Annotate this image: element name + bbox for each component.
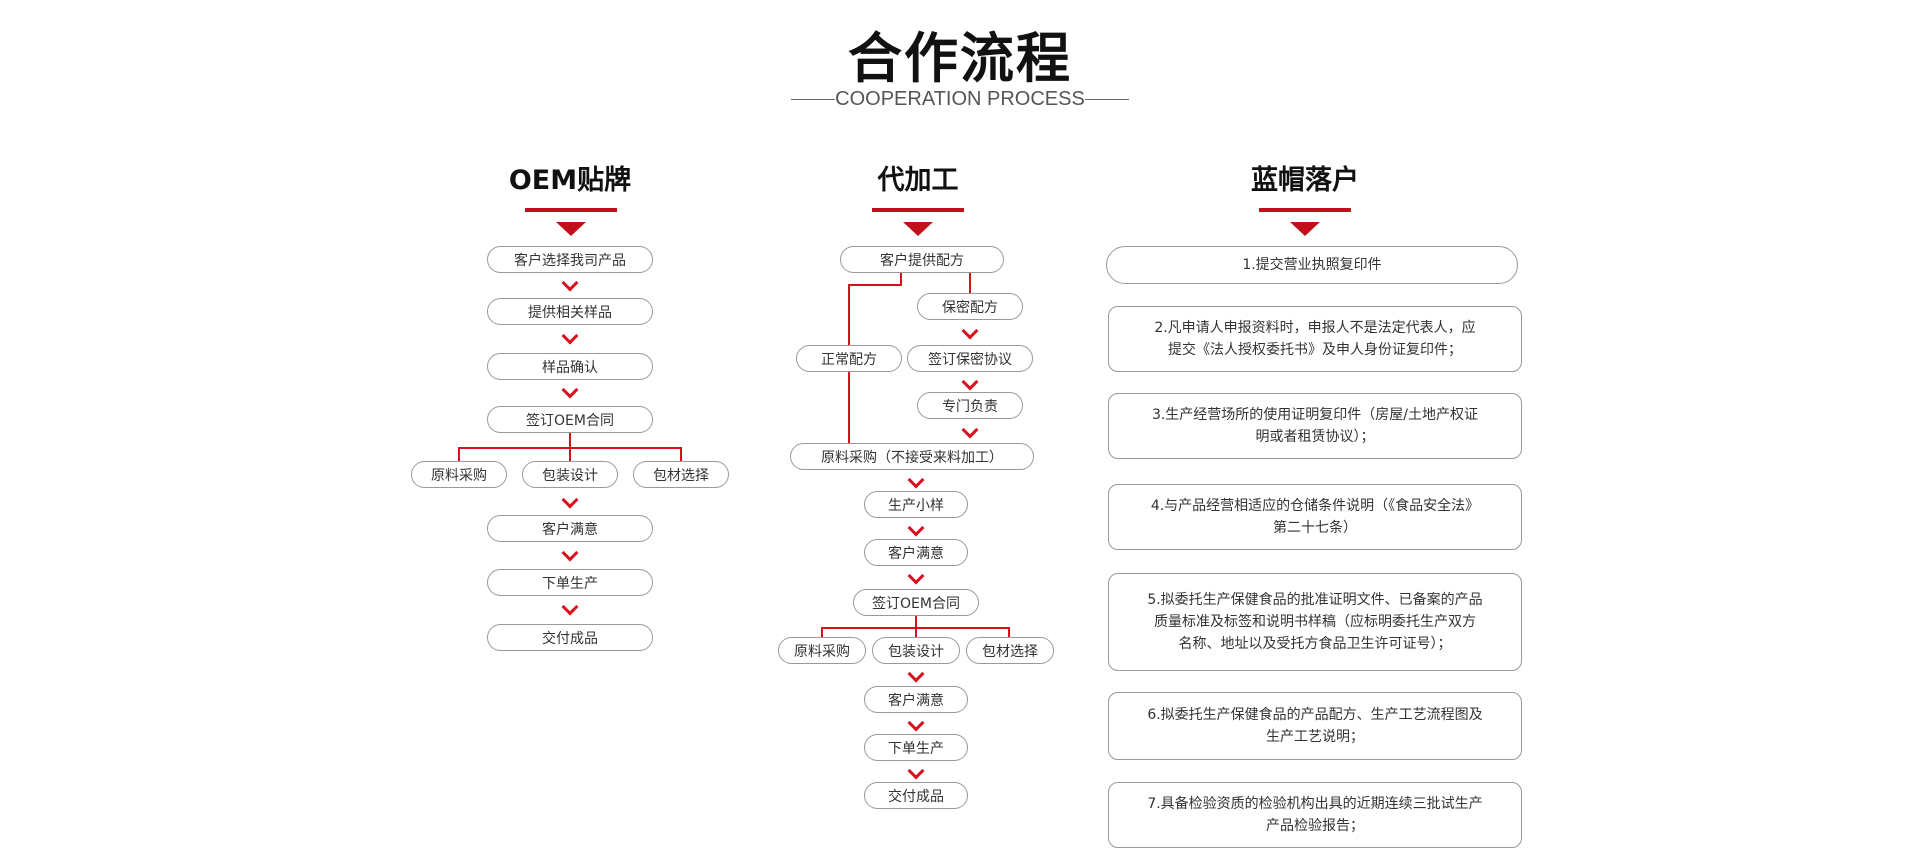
processing-step-3: 签订OEM合同 [853,589,979,616]
bluehat-title-arrow [1290,222,1320,236]
oem-branch-1: 原料采购 [411,461,507,488]
oem-branch-drop-2 [569,447,571,462]
processing-secret-chevron-2 [961,373,979,391]
processing-branch-3: 包材选择 [966,637,1054,664]
bluehat-item-6: 6.拟委托生产保健食品的产品配方、生产工艺流程图及 生产工艺说明； [1108,692,1522,760]
processing-step-2: 客户满意 [864,539,968,566]
oem-chevron-4 [561,491,579,509]
processing-merge: 原料采购（不接受来料加工） [790,443,1034,470]
processing-branch-drop-2 [915,627,917,638]
oem-step-2: 提供相关样品 [487,298,653,325]
oem-branch-drop-3 [680,447,682,462]
processing-title-underline [872,208,964,212]
processing-chevron-1 [907,471,925,489]
oem-chevron-5 [561,544,579,562]
processing-normal-bar [848,284,902,286]
oem-title-underline [525,208,617,212]
processing-secret-chevron-1 [961,322,979,340]
processing-branch-1: 原料采购 [778,637,866,664]
processing-step-1: 生产小样 [864,491,968,518]
processing-branch-drop-3 [1008,627,1010,638]
processing-chevron-2 [907,519,925,537]
page-title: 合作流程 [848,27,1072,90]
oem-branch-drop-1 [458,447,460,462]
oem-after-2: 下单生产 [487,569,653,596]
bluehat-title-underline [1259,208,1351,212]
processing-after-3: 交付成品 [864,782,968,809]
oem-step-4: 签订OEM合同 [487,406,653,433]
subtitle-text: COOPERATION PROCESS [835,88,1085,110]
oem-branch-3: 包材选择 [633,461,729,488]
processing-secret-3: 专门负责 [917,392,1023,419]
oem-after-3: 交付成品 [487,624,653,651]
processing-chevron-6 [907,762,925,780]
bluehat-item-1: 1.提交营业执照复印件 [1106,246,1518,284]
oem-chevron-1 [561,274,579,292]
oem-chevron-3 [561,381,579,399]
processing-branch-2: 包装设计 [872,637,960,664]
processing-secret-1: 保密配方 [917,293,1023,320]
page-subtitle: COOPERATION PROCESS [0,88,1920,111]
oem-column-title: OEM贴牌 [508,165,632,196]
processing-normal: 正常配方 [796,345,902,372]
subtitle-left-dash [791,99,836,101]
bluehat-item-7: 7.具备检验资质的检验机构出具的近期连续三批试生产 产品检验报告； [1108,782,1522,848]
oem-branch-2: 包装设计 [522,461,618,488]
subtitle-right-dash [1084,99,1129,101]
processing-secret-chevron-3 [961,421,979,439]
processing-after-2: 下单生产 [864,734,968,761]
bluehat-item-4: 4.与产品经营相适应的仓储条件说明（《食品安全法》 第二十七条） [1108,484,1522,550]
bluehat-item-5: 5.拟委托生产保健食品的批准证明文件、已备案的产品 质量标准及标签和说明书样稿（… [1108,573,1522,671]
processing-secret-2: 签订保密协议 [907,345,1033,372]
bluehat-item-3: 3.生产经营场所的使用证明复印件（房屋/土地产权证 明或者租赁协议）； [1108,393,1522,459]
bluehat-column-title: 蓝帽落户 [1251,165,1359,196]
processing-branch-stem [915,616,917,628]
oem-step-3: 样品确认 [487,353,653,380]
oem-step-1: 客户选择我司产品 [487,246,653,273]
processing-title-arrow [903,222,933,236]
processing-secret-stem [969,273,971,293]
oem-chevron-2 [561,327,579,345]
processing-chevron-3 [907,567,925,585]
processing-chevron-4 [907,665,925,683]
processing-chevron-5 [907,714,925,732]
oem-after-1: 客户满意 [487,515,653,542]
processing-after-1: 客户满意 [864,686,968,713]
processing-start: 客户提供配方 [840,246,1004,273]
processing-normal-stem [900,273,902,285]
oem-chevron-6 [561,598,579,616]
processing-column-title: 代加工 [877,165,959,196]
oem-branch-stem [569,433,571,448]
processing-branch-drop-1 [821,627,823,638]
oem-title-arrow [556,222,586,236]
bluehat-item-2: 2.凡申请人申报资料时，申报人不是法定代表人，应 提交《法人授权委托书》及申人身… [1108,306,1522,372]
